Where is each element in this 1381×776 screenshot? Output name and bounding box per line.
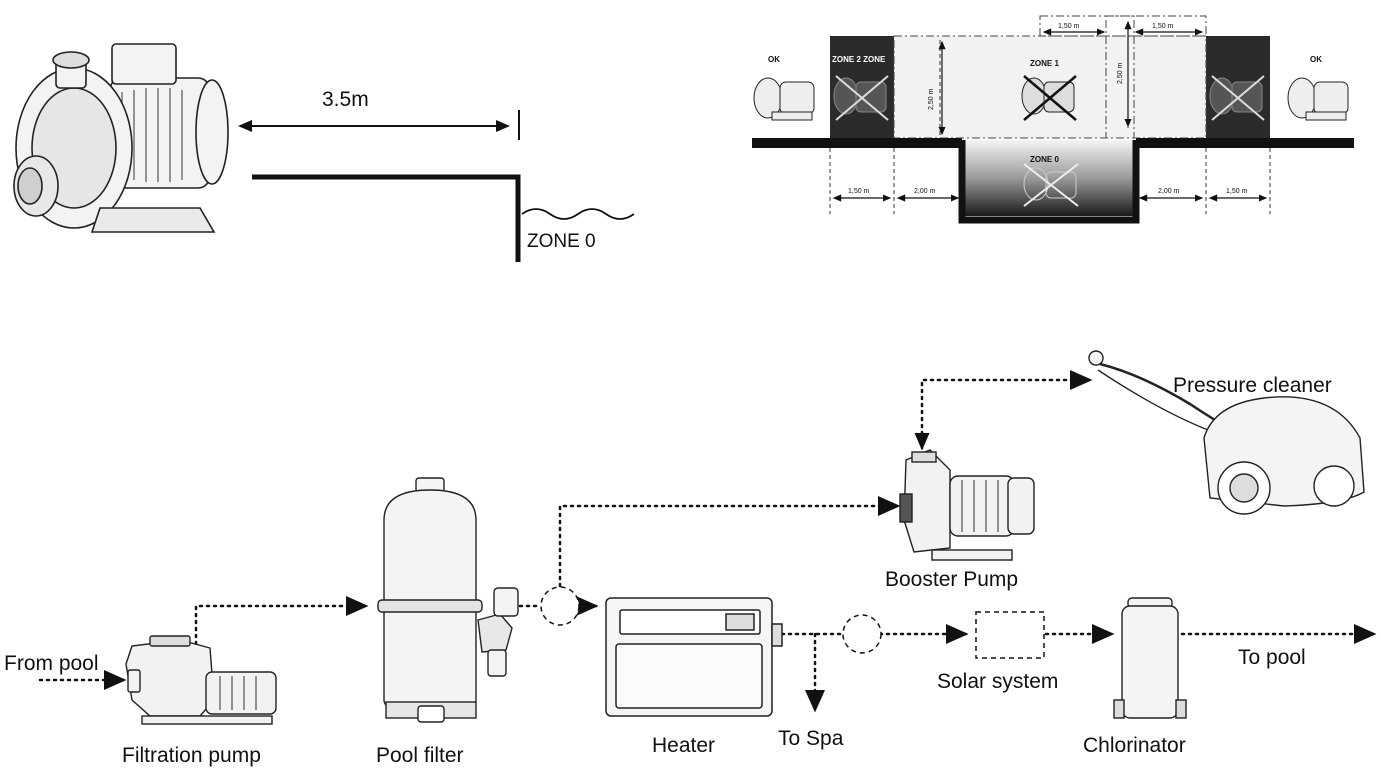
distance-dimension: 3.5m (238, 88, 520, 140)
zone0-label-top-left: ZONE 0 (527, 231, 596, 252)
top-dim-left-label: 1,50 m (1058, 23, 1080, 30)
large-pump-illustration (13, 43, 229, 233)
bottom-dim-3-label: 2,00 m (1158, 188, 1180, 195)
ok-left-label: OK (768, 55, 780, 64)
valve-circle-1 (540, 586, 580, 626)
crossed-pump-zone2-left-icon (833, 75, 889, 121)
bottom-dim-2-label: 2,00 m (914, 188, 936, 195)
distance-label: 3.5m (322, 88, 369, 111)
zone2-label: ZONE 2 ZONE (832, 55, 886, 64)
ground-right (1136, 138, 1354, 148)
pressure-cleaner-label: Pressure cleaner (1173, 374, 1332, 397)
ok-right-label: OK (1310, 55, 1322, 64)
pressure-cleaner-icon (1088, 350, 1365, 515)
water-wave-icon (521, 208, 635, 220)
pump-terminal-box (111, 43, 177, 85)
ok-pump-left-icon (753, 77, 815, 121)
bottom-dim-1-label: 1,50 m (848, 188, 870, 195)
zones-diagram: OK OK ZONE 2 ZONE ZONE 1 ZONE 0 2,50 m 2… (752, 15, 1354, 224)
zone1-label: ZONE 1 (1030, 59, 1059, 68)
from-pool-label: From pool (4, 652, 99, 675)
height-left-label: 2,50 m (928, 88, 935, 110)
solar-system-box (975, 611, 1045, 659)
filtration-pump-icon (125, 635, 277, 725)
booster-pump-label: Booster Pump (885, 568, 1018, 591)
filtration-pump-label: Filtration pump (122, 744, 261, 767)
chlorinator-icon (1113, 597, 1187, 719)
crossed-pump-zone0-icon (1023, 163, 1079, 207)
bottom-dim-4-label: 1,50 m (1226, 188, 1248, 195)
pool-filter-icon (377, 477, 519, 723)
pool-basin (962, 140, 1136, 216)
heater-display (725, 613, 755, 631)
solar-system-label: Solar system (937, 670, 1058, 693)
flow-lines (38, 370, 1377, 713)
heater-label: Heater (652, 734, 715, 757)
heater-icon (605, 597, 783, 717)
flow-to-booster (558, 496, 901, 588)
pool-filter-label: Pool filter (376, 744, 464, 767)
pool-edge-section: ZONE 0 (252, 174, 635, 262)
to-spa-label: To Spa (778, 727, 844, 750)
crossed-pump-zone1-icon (1021, 75, 1077, 121)
to-pool-label: To pool (1238, 646, 1306, 669)
valve-circle-2 (842, 614, 882, 654)
crossed-pump-zone2-right-icon (1209, 75, 1265, 121)
height-right-label: 2,50 m (1117, 62, 1124, 84)
ok-pump-right-icon (1287, 77, 1349, 121)
zone0-label: ZONE 0 (1030, 155, 1059, 164)
booster-pump-icon (899, 449, 1035, 561)
top-dim-right-label: 1,50 m (1152, 23, 1174, 30)
flow-pump-to-filter (194, 596, 369, 660)
ground-left (752, 138, 962, 148)
flow-booster-to-cleaner (914, 370, 1093, 451)
chlorinator-label: Chlorinator (1083, 734, 1186, 757)
